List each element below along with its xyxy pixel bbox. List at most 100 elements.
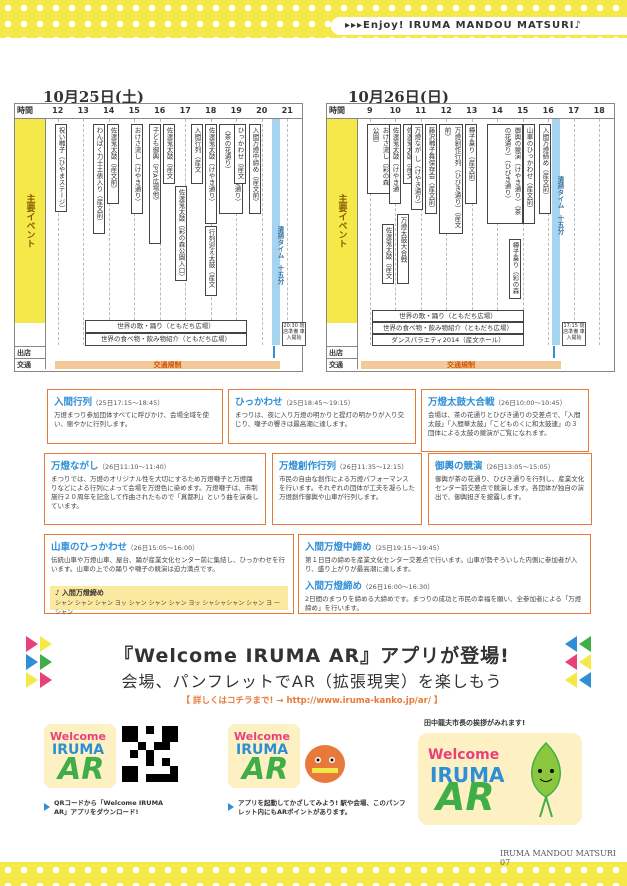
box-nakajime: 入間万燈中締め（25日19:15～19:45） 第１日目の締めを産業文化センター… [298,534,591,614]
day2-bar: 世界の食べ物・飲み物紹介（ともだち広場） [372,322,524,334]
box-time: （25日17:15～18:45） [92,399,164,407]
day2-event: 万燈創作行列（ひびき通り）（産文前） [439,124,463,234]
box-time: （26日11:35～12:15） [336,463,408,471]
hour-label: 9 [366,106,373,115]
hour-label: 16 [154,106,166,115]
triangle-decoration-left [26,636,52,688]
hour-gridline [497,119,499,345]
day1-event: 子ども御輿（PTA広場他） [149,124,161,244]
box-text: 伝統山車や万燈山車、屋台、踊が産業文化センター前に集結し、ひっかわせを行います。… [51,556,285,573]
ar-subtitle: 会場、パンフレットでAR（拡張現実）を楽しもう [121,672,503,691]
day2-clean-bar [552,119,560,345]
triangle-decoration-right [565,636,591,688]
day2-event: 藤沢囃子舞保存会（産文前） [425,124,437,214]
app-logo: Welcome IRUMA AR [44,724,116,788]
day1-event: わんぱく力士土俵入り（産文前） [93,124,105,234]
day2-event: 万燈太鼓大合戦 [397,214,409,284]
box-text: 第１日目の締めを産業文化センター交差点で行います。山車が勢ぞろいした内側に参加者… [305,556,578,573]
hour-gridline [134,119,136,345]
ar-link[interactable]: 【 詳しくはコチラまで! → http://www.iruma-kanko.jp… [181,696,443,706]
day2-traffic-label: 交通 [327,358,357,371]
hour-label: 13 [77,106,89,115]
hour-gridline [573,119,575,345]
box-title: 御輿の競演 [435,461,483,472]
box-mikoshi: 御輿の競演（26日13:05～15:05） 御輿が茶の花通り、ひびき通りを行列し… [428,453,592,525]
logo-welcome: Welcome [234,730,290,743]
day1-main-label: 主要イベント [15,119,45,323]
day2-time-row: 時間 [327,104,614,119]
day1-event: 佐渡鬼太鼓（産文前） [107,124,119,204]
day1-traffic-label: 交通 [15,358,45,371]
hour-label: 13 [466,106,478,115]
day1-event: 入間行列（産文前） [191,124,203,184]
day1-shop-label: 出店 [15,346,45,359]
page-number: IRUMA MANDOU MATSURI 07 [500,849,616,867]
day2-end-note: 17:15 閉店準備 車入開始 [562,322,586,346]
hour-label: 15 [128,106,140,115]
box-time: （26日10:00～10:45） [494,399,567,407]
caption-app: アプリを起動してかざしてみよう! 駅や会場、このパンフレット内にもARポイントが… [238,799,406,816]
day1-event: 佐渡鬼太鼓（けやき通り） [205,124,217,224]
box-text: 会場は、茶の花通りとひびき通りの交差点で、「入間太鼓」「入間華太鼓」「こどものく… [428,411,581,437]
box-time: （26日11:10～11:40） [98,463,171,471]
box-mandou-nagashi: 万燈ながし（26日11:10～11:40） まつりでは、万燈のオリジナル性を大切… [44,453,266,525]
box-title: 入間行列 [54,397,93,408]
day2-event: 佐渡鬼太鼓（産文前） [382,224,394,284]
shime-chant-box: ♪ 入間万燈締め シャン シャン シャン ヨッ シャン シャン シャン ヨッ シ… [50,586,288,616]
day1-event: ひっかわせ（産文前） [234,124,246,184]
logo-iruma: IRUMA [52,742,105,758]
box-title: 万燈創作行列 [279,461,337,472]
logo-iruma: IRUMA [236,742,289,758]
box-taiko-gassen: 万燈太鼓大合戦（26日10:00～10:45） 会場は、茶の花通りとひびき通りの… [421,389,589,452]
day1-event: 佐渡鬼太鼓（産文前） [163,124,175,184]
logo-welcome: Welcome [50,730,106,743]
bottom-band [0,862,627,886]
box-title: 入間万燈中締め [305,542,372,553]
hour-gridline [236,119,238,345]
day2-main-label: 主要イベント [327,119,357,323]
hour-gridline [471,119,473,345]
day2-shop-label: 出店 [327,346,357,359]
caption-arrow-icon [228,803,234,811]
caption-qr: QRコードから「Welcome IRUMA AR」アプリをダウンロード! [54,799,164,816]
day1-traffic-bar: 交通規制 [55,361,280,369]
day2-clean-label: 清掃タイム 十五分 [556,176,564,235]
day1-event: おけさ流し（けやき通り） [131,124,143,214]
hour-label: 18 [205,106,217,115]
day2-bar: ダンスパラエティ2014（産文ホール） [372,334,524,346]
hour-label: 18 [593,106,605,115]
day2-event: 万燈なが し（けやき通り） [411,124,423,210]
header-enjoy: ▸▸▸Enjoy! IRUMA MANDOU MATSURI♪ [331,17,627,35]
hour-label: 11 [415,106,427,115]
logo-ar: AR [436,775,495,819]
box-text: 2日間のまつりを締める大締めです。まつりの成功と市民の幸福を願い、全参加者による… [305,595,582,612]
day1-shop-line [273,346,275,358]
day1-time-label: 時間 [17,106,33,115]
hour-label: 17 [179,106,191,115]
hour-gridline [57,119,59,345]
hour-label: 10 [389,106,401,115]
box-title: 万燈太鼓大合戦 [428,397,495,408]
hour-label: 15 [517,106,529,115]
day2-event: おけさ流し（彩の森公園） [367,124,391,194]
box-text: まつりでは、万燈のオリジナル性を大切にするため万燈囃子と万燈踊りなどによる行列に… [51,475,259,510]
hour-label: 17 [568,106,580,115]
qr-code-icon[interactable] [122,726,178,782]
day1-event: 佐渡鬼太鼓（彩の森公園入口） [175,186,187,281]
day2-traffic-bar: 交通規制 [361,361,561,369]
hour-gridline [287,119,289,345]
logo-ar: AR [58,752,105,787]
caption-arrow-icon [44,803,50,811]
box-time: （26日16:00～16:30） [362,583,434,591]
hour-gridline [83,119,85,345]
box-text: 万燈まつり参加団体すべてに呼びかけ、会場全域を使い、賑やかに行列します。 [54,411,209,428]
box-sosaku-gyoretsu: 万燈創作行列（26日11:35～12:15） 市民の自由な創作による万燈パフォー… [272,453,422,525]
hour-label: 14 [103,106,115,115]
box-time: （25日18:45～19:15） [282,399,355,407]
day2-shop-line [553,346,555,358]
day2-event: 樽子乗り（彩の森公園） [509,239,521,299]
hour-label: 19 [230,106,242,115]
top-white-strip [0,38,627,78]
